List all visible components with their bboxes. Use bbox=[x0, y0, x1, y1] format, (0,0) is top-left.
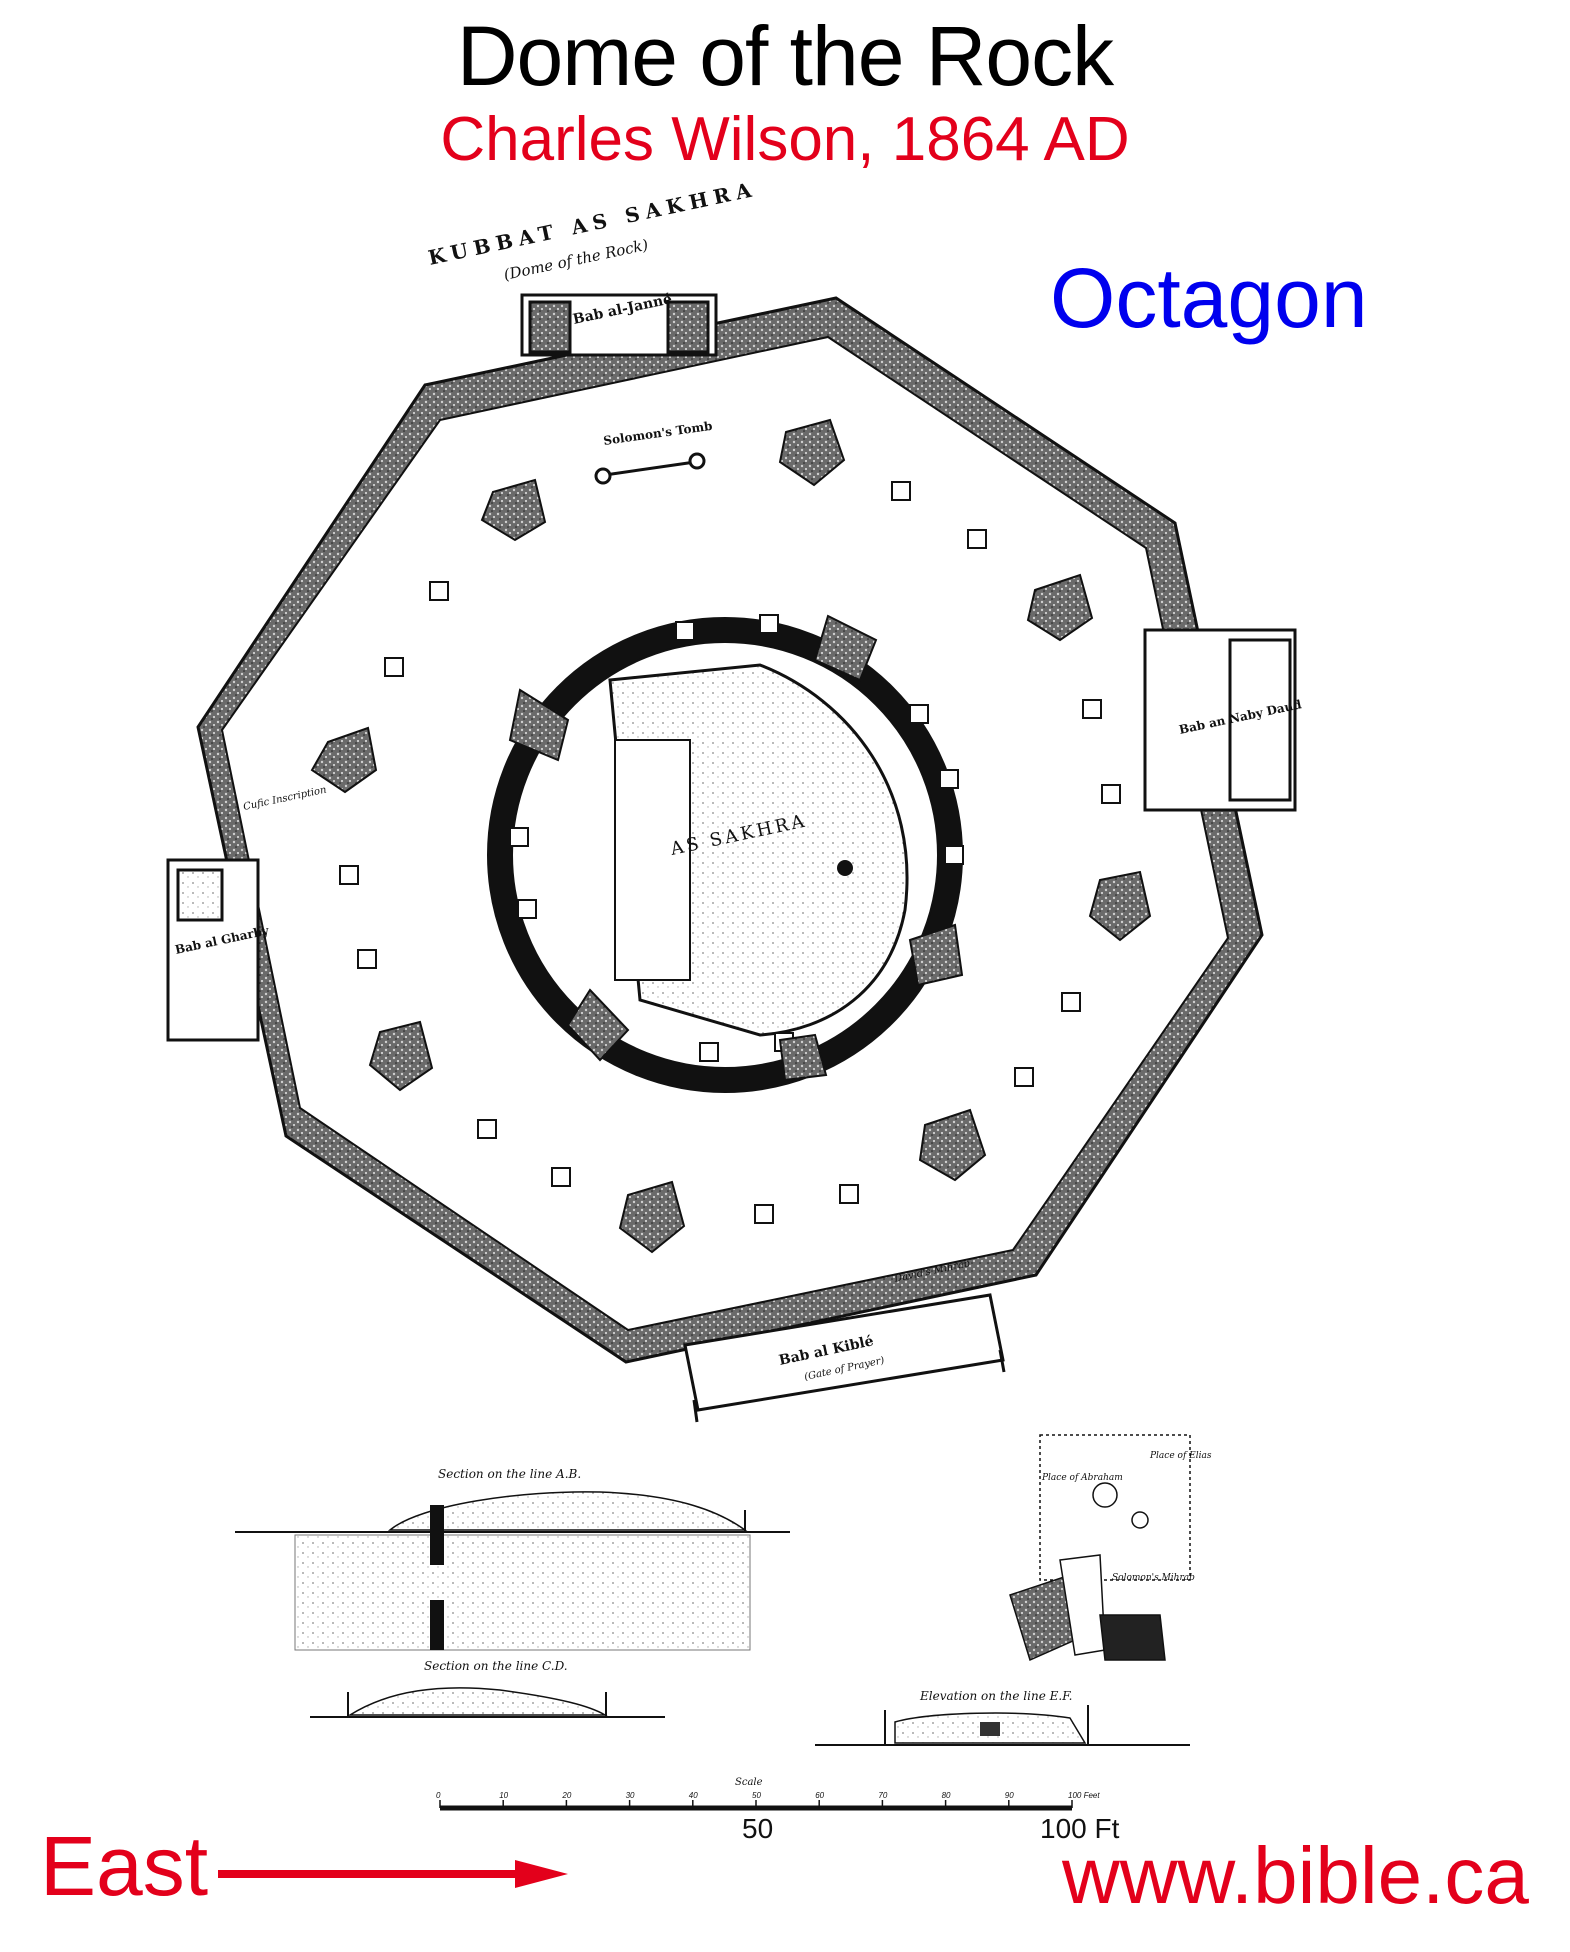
scale-tick-label: 50 bbox=[752, 1791, 761, 1800]
inner-piers bbox=[508, 614, 964, 1082]
cave-plan: Place of Abraham Solomon's Mihrab Place … bbox=[1009, 1434, 1212, 1662]
cave-label-b: Solomon's Mihrab bbox=[1112, 1573, 1195, 1583]
scale-tick-label: 90 bbox=[1005, 1791, 1014, 1800]
scale-mark-100: 100 Ft bbox=[1040, 1813, 1120, 1844]
scale-bar: Scale 0 10 20 30 40 50 60 70 80 90 100 Feet 50 100… bbox=[436, 1777, 1120, 1844]
page-title: Dome of the Rock bbox=[456, 9, 1114, 103]
rock-cave-mark bbox=[837, 860, 853, 876]
north-gate-porch bbox=[520, 293, 718, 357]
scale-tick-label: 10 bbox=[499, 1791, 508, 1800]
scale-tick-label: 70 bbox=[878, 1791, 887, 1800]
section-ab-label: Section on the line A.B. bbox=[438, 1467, 581, 1481]
section-ab: Section on the line A.B. bbox=[235, 1467, 790, 1651]
elevation-ef: Elevation on the line E.F. bbox=[815, 1689, 1190, 1746]
outer-columns bbox=[339, 481, 1121, 1224]
elevation-ef-label: Elevation on the line E.F. bbox=[919, 1689, 1072, 1703]
scale-tick-label: 40 bbox=[689, 1791, 698, 1800]
scale-tick-label: 60 bbox=[815, 1791, 824, 1800]
scale-tick-label: 20 bbox=[561, 1791, 571, 1800]
cave-label-a: Place of Abraham bbox=[1041, 1473, 1123, 1483]
section-cd: Section on the line C.D. bbox=[310, 1659, 665, 1718]
page-subtitle: Charles Wilson, 1864 AD bbox=[440, 105, 1130, 174]
scale-ticks: 0 10 20 30 40 50 60 70 80 90 100 Feet bbox=[436, 1791, 1100, 1808]
scale-mark-50: 50 bbox=[742, 1813, 773, 1844]
scale-tick-label: 80 bbox=[942, 1791, 951, 1800]
inner-columns bbox=[509, 614, 964, 1062]
cave-label-c: Place of Elias bbox=[1149, 1451, 1212, 1461]
east-direction-label: East bbox=[40, 1819, 209, 1913]
east-gate-porch bbox=[1143, 628, 1297, 812]
outer-piers bbox=[310, 418, 1152, 1254]
scale-title: Scale bbox=[735, 1777, 763, 1788]
rock-screen bbox=[614, 739, 691, 981]
west-gate-porch bbox=[166, 858, 260, 1042]
south-gate-porch bbox=[683, 1293, 1006, 1423]
section-cd-label: Section on the line C.D. bbox=[424, 1659, 568, 1673]
solomons-tomb-marker bbox=[594, 452, 706, 485]
website-link[interactable]: www.bible.ca bbox=[1062, 1831, 1529, 1920]
east-arrow-icon bbox=[218, 1860, 568, 1888]
scale-tick-label: 100 Feet bbox=[1068, 1791, 1100, 1800]
octagon-label: Octagon bbox=[1050, 251, 1368, 345]
scale-tick-label: 0 bbox=[436, 1791, 441, 1800]
scale-tick-label: 30 bbox=[626, 1791, 635, 1800]
